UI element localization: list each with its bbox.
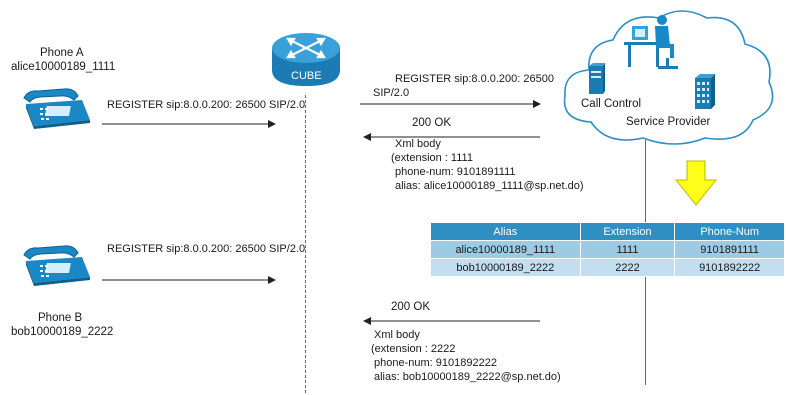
- xml-a-line-3: phone-num: 9101891111: [395, 166, 516, 178]
- xml-b-line-1: Xml body: [374, 329, 420, 341]
- telephone-icon: [23, 88, 90, 129]
- ok-a-text: 200 OK: [412, 117, 451, 129]
- telephone-icon: [23, 245, 90, 286]
- register-a-text: REGISTER sip:8.0.0.200: 26500 SIP/2.0: [107, 99, 306, 111]
- table-header-alias: Alias: [430, 222, 581, 241]
- register-sp-text-2: SIP/2.0: [373, 87, 410, 99]
- table-cell-phone-num: 9101891111: [674, 240, 785, 259]
- table-cell-alias: alice10000189_1111: [430, 240, 581, 259]
- cloud-icon: [563, 10, 774, 145]
- register-b-text: REGISTER sip:8.0.0.200: 26500 SIP/2.0: [107, 243, 306, 255]
- phone-b-id: bob10000189_2222: [11, 326, 114, 338]
- router-icon: [272, 33, 340, 86]
- register-sp-text-1: REGISTER sip:8.0.0.200: 26500: [395, 73, 554, 85]
- cube-label: CUBE: [291, 70, 322, 82]
- xml-a-line-2: (extension : 1111: [391, 152, 473, 164]
- server-icon: [589, 63, 605, 94]
- ok-b-text: 200 OK: [391, 301, 430, 313]
- registration-table: Alias Extension Phone-Num alice10000189_…: [430, 222, 785, 277]
- table-cell-alias: bob10000189_2222: [430, 258, 581, 277]
- cube-lifeline: [305, 95, 306, 393]
- phone-a-id: alice10000189_1111: [11, 61, 116, 73]
- table-cell-extension: 1111: [579, 240, 676, 259]
- service-provider-label: Service Provider: [626, 116, 711, 128]
- table-row: alice10000189_1111 1111 9101891111: [430, 240, 785, 259]
- xml-b-line-4: alias: bob10000189_2222@sp.net.do): [374, 371, 561, 383]
- table-header-row: Alias Extension Phone-Num: [430, 222, 785, 241]
- phone-a-label: Phone A: [40, 47, 84, 59]
- down-arrow-icon: [675, 160, 717, 206]
- xml-a-line-4: alias: alice10000189_1111@sp.net.do): [395, 180, 584, 192]
- table-row: bob10000189_2222 2222 9101892222: [430, 258, 785, 277]
- xml-b-line-2: (extension : 2222: [371, 343, 456, 355]
- xml-b-line-3: phone-num: 9101892222: [374, 357, 497, 369]
- call-control-label: Call Control: [581, 98, 642, 110]
- xml-a-line-1: Xml body: [395, 138, 441, 150]
- table-cell-phone-num: 9101892222: [674, 258, 785, 277]
- building-icon: [695, 74, 715, 109]
- table-header-extension: Extension: [579, 222, 676, 241]
- table-header-phone-num: Phone-Num: [674, 222, 785, 241]
- table-cell-extension: 2222: [579, 258, 676, 277]
- phone-b-label: Phone B: [38, 312, 83, 324]
- person-at-desk-icon: [624, 15, 678, 69]
